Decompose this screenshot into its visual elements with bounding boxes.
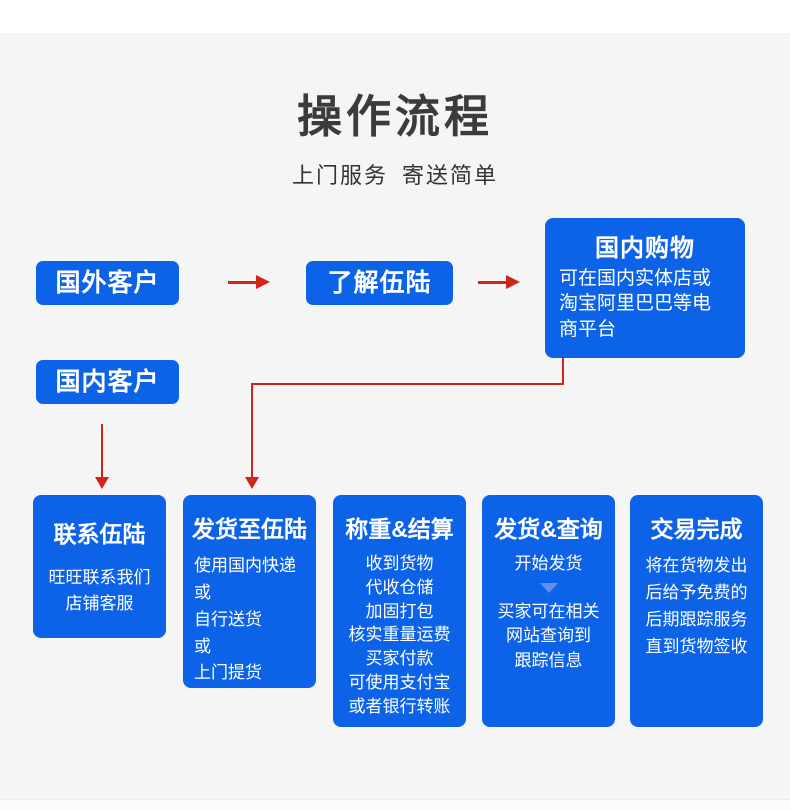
step-card-ship-track: 发货&查询 开始发货 买家可在相关 网站查询到 跟踪信息 — [482, 495, 615, 727]
step-line: 网站查询到 — [506, 626, 591, 646]
arrow-head — [256, 275, 270, 289]
step-line: 将在货物发出 — [645, 556, 748, 575]
flow-box-domestic-customer: 国内客户 — [36, 360, 179, 404]
step-line: 自行送货 — [194, 609, 262, 629]
arrow-line — [478, 281, 508, 284]
step-title: 发货&查询 — [494, 516, 603, 542]
step-line: 跟踪信息 — [514, 650, 583, 670]
connector-line-vertical — [101, 424, 103, 478]
arrow-down-icon — [95, 477, 109, 489]
arrow-head — [506, 275, 520, 289]
step-line: 后给予免费的 — [645, 582, 748, 602]
step-line: 买家付款 — [365, 649, 434, 669]
step-line: 收到货物 — [365, 554, 434, 573]
arrow-down-icon — [245, 477, 259, 489]
triangle-down-icon — [539, 582, 558, 593]
step-line: 直到货物签收 — [645, 636, 748, 656]
flow-box-learn: 了解伍陆 — [306, 261, 453, 305]
flow-box-title: 国内购物 — [595, 235, 695, 262]
step-line: 店铺客服 — [65, 593, 134, 613]
step-card-ship-to-us: 发货至伍陆 使用国内快递 或 自行送货 或 上门提货 — [183, 495, 316, 688]
step-card-complete: 交易完成 将在货物发出 后给予免费的 后期跟踪服务 直到货物签收 — [630, 495, 763, 727]
step-title: 发货至伍陆 — [192, 516, 307, 542]
step-line: 或 — [194, 582, 211, 602]
step-line: 使用国内快递 — [194, 556, 296, 575]
arrow-right-icon — [478, 275, 520, 289]
step-body: 旺旺联系我们 店铺客服 — [33, 565, 166, 616]
step-body: 使用国内快递 或 自行送货 或 上门提货 — [183, 553, 316, 687]
step-body: 收到货物 代收仓储 加固打包 核实重量运费 买家付款 可使用支付宝 或者银行转账 — [333, 552, 466, 719]
page-subtitle: 上门服务 寄送简单 — [291, 163, 499, 188]
step-line: 加固打包 — [365, 601, 434, 621]
step-card-weigh-settle: 称重&结算 收到货物 代收仓储 加固打包 核实重量运费 买家付款 可使用支付宝 … — [333, 495, 466, 727]
step-line: 可使用支付宝 — [348, 672, 451, 692]
page-title: 操作流程 — [296, 91, 493, 142]
step-line: 开始发货 — [514, 554, 583, 573]
step-line: 核实重量运费 — [348, 625, 451, 645]
step-line: 或 — [194, 636, 211, 656]
step-line: 或者银行转账 — [348, 696, 451, 716]
step-line: 上门提货 — [194, 663, 262, 683]
step-title: 联系伍陆 — [53, 521, 146, 547]
arrow-right-icon — [228, 275, 270, 289]
step-body: 将在货物发出 后给予免费的 后期跟踪服务 直到货物签收 — [630, 553, 763, 660]
connector-line-vertical — [562, 357, 564, 385]
step-title: 称重&结算 — [345, 516, 454, 542]
arrow-line — [228, 281, 258, 284]
step-line: 代收仓储 — [365, 577, 434, 597]
top-white-band — [0, 0, 790, 33]
bottom-divider — [0, 799, 790, 810]
step-line: 后期跟踪服务 — [645, 609, 748, 629]
step-line: 买家可在相关 — [497, 601, 600, 621]
step-title: 交易完成 — [650, 516, 743, 542]
step-card-contact: 联系伍陆 旺旺联系我们 店铺客服 — [33, 495, 166, 638]
step-line: 旺旺联系我们 — [48, 568, 151, 587]
connector-line-horizontal — [251, 383, 564, 385]
flow-box-body: 可在国内实体店或淘宝阿里巴巴等电商平台 — [559, 268, 712, 340]
connector-line-vertical — [251, 385, 253, 478]
step-body: 买家可在相关 网站查询到 跟踪信息 — [482, 600, 615, 674]
flow-box-domestic-shopping: 国内购物 可在国内实体店或淘宝阿里巴巴等电商平台 — [545, 218, 745, 358]
flow-box-overseas-customer: 国外客户 — [36, 261, 179, 305]
